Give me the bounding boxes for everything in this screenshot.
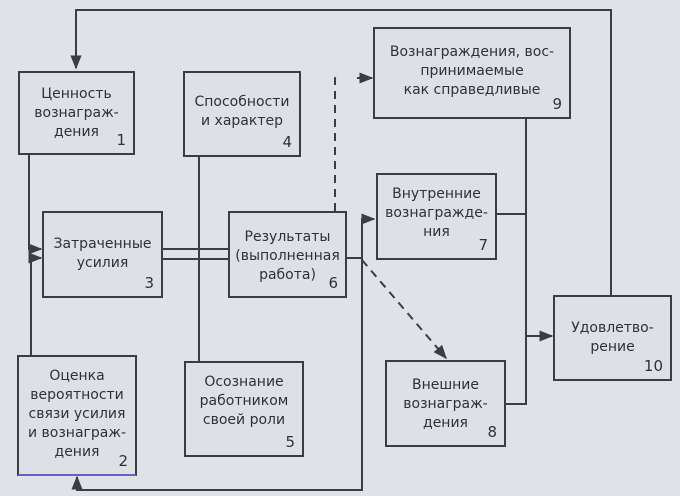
box-5-label: Осознание работником своей роли — [199, 374, 289, 428]
box-performance: Результаты (выполненная работа) 6 — [228, 211, 347, 298]
box-reward-value: Ценность вознаграж- дения 1 — [18, 71, 135, 155]
box-8-label: Внешние вознаграж- дения — [403, 377, 488, 431]
connector-2-to-3 — [28, 252, 43, 355]
box-10-number: 10 — [643, 357, 663, 375]
box-role-perception: Осознание работником своей роли 5 — [184, 361, 304, 457]
connector-6-to-9 — [334, 75, 338, 211]
box-probability-estimate: Оценка вероятности связи усилия и вознаг… — [17, 355, 137, 476]
box-10-label: Удовлетво- рение — [571, 320, 654, 355]
connector-10-to-1 — [70, 9, 612, 296]
box-7-label: Внутренние вознагражде- ния — [385, 186, 488, 240]
box-5-number: 5 — [285, 433, 295, 451]
box-effort: Затраченные усилия 3 — [42, 211, 163, 298]
box-3-label: Затраченные усилия — [53, 236, 152, 271]
box-3-number: 3 — [144, 274, 154, 292]
connector-6-to-2 — [71, 258, 363, 491]
box-2-number: 2 — [118, 452, 128, 470]
connector-6-to-7 — [346, 213, 376, 259]
box-1-label: Ценность вознаграж- дения — [34, 86, 119, 140]
box-abilities: Способности и характер 4 — [183, 71, 301, 157]
box-1-number: 1 — [116, 131, 126, 149]
box-perceived-equitable-rewards: Вознаграждения, вос- принимаемые как спр… — [373, 27, 571, 119]
connector-1-to-3 — [28, 154, 43, 255]
box-4-number: 4 — [282, 133, 292, 151]
box-8-number: 8 — [487, 423, 497, 441]
connector-6-to-8 — [361, 259, 447, 360]
box-6-label: Результаты (выполненная работа) — [235, 229, 340, 283]
box-9-label: Вознаграждения, вос- принимаемые как спр… — [389, 44, 555, 98]
box-6-number: 6 — [328, 274, 338, 292]
box-extrinsic-rewards: Внешние вознаграж- дения 8 — [385, 360, 506, 447]
box-7-number: 7 — [478, 236, 488, 254]
box-9-number: 9 — [552, 95, 562, 113]
connector-9-down — [506, 118, 527, 405]
box-4-label: Способности и характер — [194, 94, 290, 129]
box-intrinsic-rewards: Внутренние вознагражде- ния 7 — [376, 173, 497, 260]
box-satisfaction: Удовлетво- рение 10 — [553, 295, 672, 381]
box-2-label: Оценка вероятности связи усилия и вознаг… — [27, 368, 127, 460]
